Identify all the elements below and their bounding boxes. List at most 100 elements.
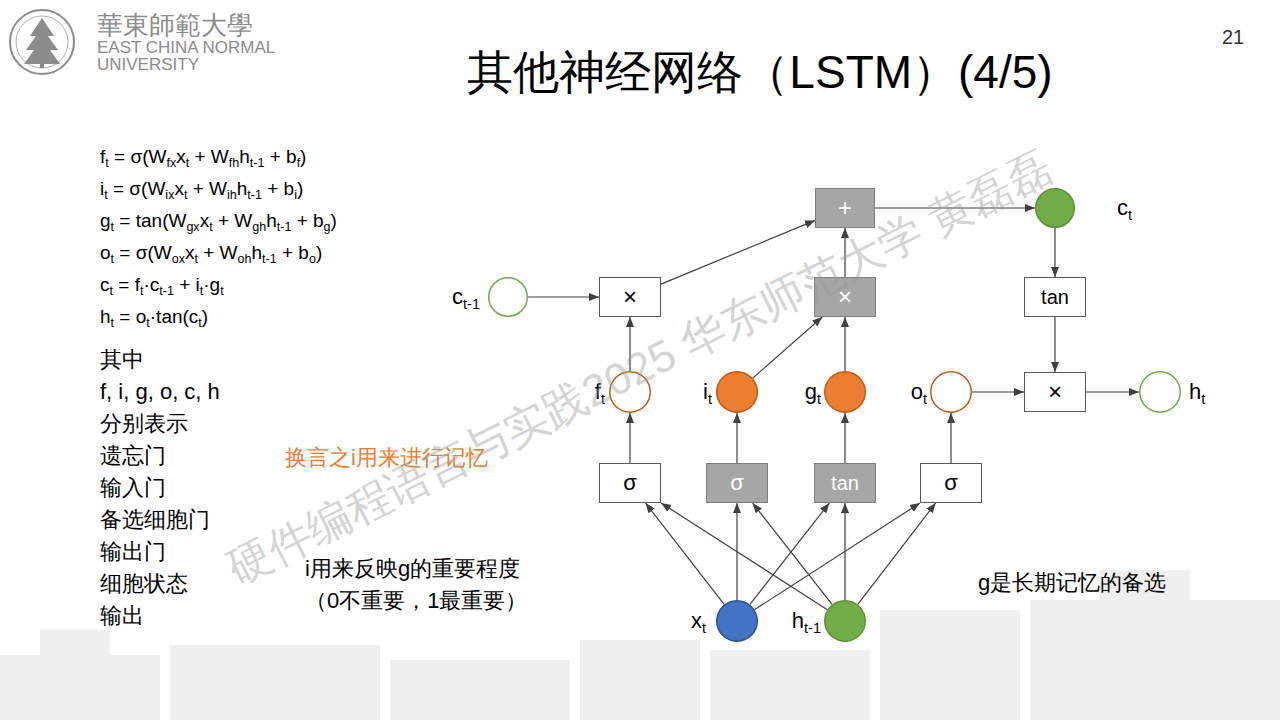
- text-run: h: [251, 242, 262, 263]
- text-run: = σ(W: [114, 242, 172, 263]
- text-run: 输出: [100, 603, 144, 628]
- subscript-run: ix: [165, 188, 174, 202]
- signal-arrow: [858, 503, 936, 604]
- text-run: + W: [213, 210, 253, 231]
- signal-arrow: [661, 220, 815, 284]
- equation: gt = tan(Wgxxt + Wghht-1 + bg): [100, 211, 337, 232]
- text-run: + b: [277, 242, 309, 263]
- text-run: x: [176, 146, 186, 167]
- text-run: UNIVERSITY: [97, 55, 199, 74]
- subscript-run: ox: [172, 252, 185, 266]
- operation-box: tan: [814, 463, 876, 503]
- subscript-run: f: [297, 156, 300, 170]
- equation: ht = ot·tan(ct): [100, 307, 208, 328]
- building: [170, 645, 380, 720]
- signal-arrow: [528, 296, 599, 297]
- state-circle: ht: [1139, 371, 1181, 413]
- subscript-run: t: [104, 188, 107, 202]
- note: 输出门: [100, 540, 166, 564]
- annotation: g是长期记忆的备选: [978, 571, 1166, 595]
- subscript-run: t: [184, 188, 187, 202]
- circle-outline: [489, 278, 528, 317]
- signal-arrow: [629, 317, 630, 371]
- text-run: 输入门: [100, 475, 166, 500]
- operation-symbol: +: [838, 196, 852, 220]
- operation-box: tan: [1024, 277, 1086, 317]
- note: f, i, g, o, c, h: [100, 380, 220, 404]
- equation: it = σ(Wixxt + Wihht-1 + bi): [100, 179, 303, 200]
- subscript-run: t: [601, 391, 605, 407]
- subscript-run: t-1: [159, 284, 174, 298]
- circle-outline: [610, 372, 651, 413]
- state-label: ct: [1117, 197, 1132, 219]
- text-run: = o: [114, 306, 146, 327]
- circle-shape: [716, 371, 758, 413]
- note: 备选细胞门: [100, 508, 210, 532]
- text-run: x: [200, 210, 210, 231]
- subscript-run: fh: [229, 156, 239, 170]
- subscript-run: t: [220, 284, 223, 298]
- subscript-run: o: [309, 252, 316, 266]
- subscript-run: t: [708, 391, 712, 407]
- state-label: ht-1: [792, 610, 821, 632]
- text-run: x: [185, 242, 195, 263]
- circle-shape: [1035, 188, 1075, 228]
- signal-arrow: [875, 207, 1035, 208]
- subscript-run: t: [198, 316, 201, 330]
- text-run: 分别表示: [100, 411, 188, 436]
- text-run: h: [239, 146, 250, 167]
- text-run: c: [1117, 195, 1128, 220]
- circle-outline: [1140, 372, 1181, 413]
- note: 分别表示: [100, 412, 188, 436]
- text-run: 备选细胞门: [100, 507, 210, 532]
- text-run: σ: [730, 470, 744, 495]
- text-run: tan: [831, 472, 859, 494]
- text-run: = tan(W: [114, 210, 186, 231]
- text-run: = f: [113, 274, 140, 295]
- circle-shape: [488, 277, 528, 317]
- subscript-run: gh: [252, 220, 266, 234]
- university-name: EAST CHINA NORMAL: [97, 39, 275, 58]
- equation: ct = ft·ct-1 + it·gt: [100, 275, 224, 296]
- emblem-tree: [24, 18, 60, 64]
- building-silhouette: [0, 570, 1280, 720]
- text-run: 21: [1222, 26, 1244, 48]
- text-run: 其中: [100, 347, 144, 372]
- subscript-run: t: [186, 156, 189, 170]
- circle-outline: [717, 372, 758, 413]
- text-run: + b: [264, 146, 296, 167]
- state-label: ft: [595, 381, 605, 403]
- state-circle: ct-1: [488, 277, 528, 317]
- text-run: ): [316, 242, 322, 263]
- text-run: i: [703, 379, 708, 404]
- text-run: 遗忘门: [100, 443, 166, 468]
- state-circle: gt: [824, 371, 866, 413]
- subscript-run: t-1: [250, 156, 265, 170]
- building: [880, 610, 1020, 720]
- state-circle: it: [716, 371, 758, 413]
- subscript-run: gx: [186, 220, 199, 234]
- signal-arrow: [844, 413, 845, 463]
- text-run: ·tan(c: [150, 306, 199, 327]
- university-name: 華東師範大學: [97, 12, 253, 41]
- text-run: g: [100, 210, 111, 231]
- subscript-run: t-1: [277, 220, 292, 234]
- text-run: o: [911, 379, 923, 404]
- signal-arrow: [629, 413, 630, 463]
- building: [390, 660, 570, 720]
- text-run: c: [100, 274, 110, 295]
- text-run: ): [300, 146, 306, 167]
- equation: ot = σ(Woxxt + Wohht-1 + bo): [100, 243, 322, 264]
- text-run: + i: [174, 274, 200, 295]
- circle-outline: [825, 601, 866, 642]
- operation-symbol: tan: [1041, 287, 1069, 307]
- note: 其中: [100, 348, 144, 372]
- operation-symbol: ×: [838, 285, 852, 309]
- annotation: （0不重要，1最重要）: [305, 589, 527, 613]
- operation-symbol: σ: [623, 472, 637, 494]
- operation-box: ×: [814, 277, 876, 317]
- subscript-run: t: [146, 316, 149, 330]
- circle-outline: [931, 372, 972, 413]
- state-circle: xt: [716, 600, 758, 642]
